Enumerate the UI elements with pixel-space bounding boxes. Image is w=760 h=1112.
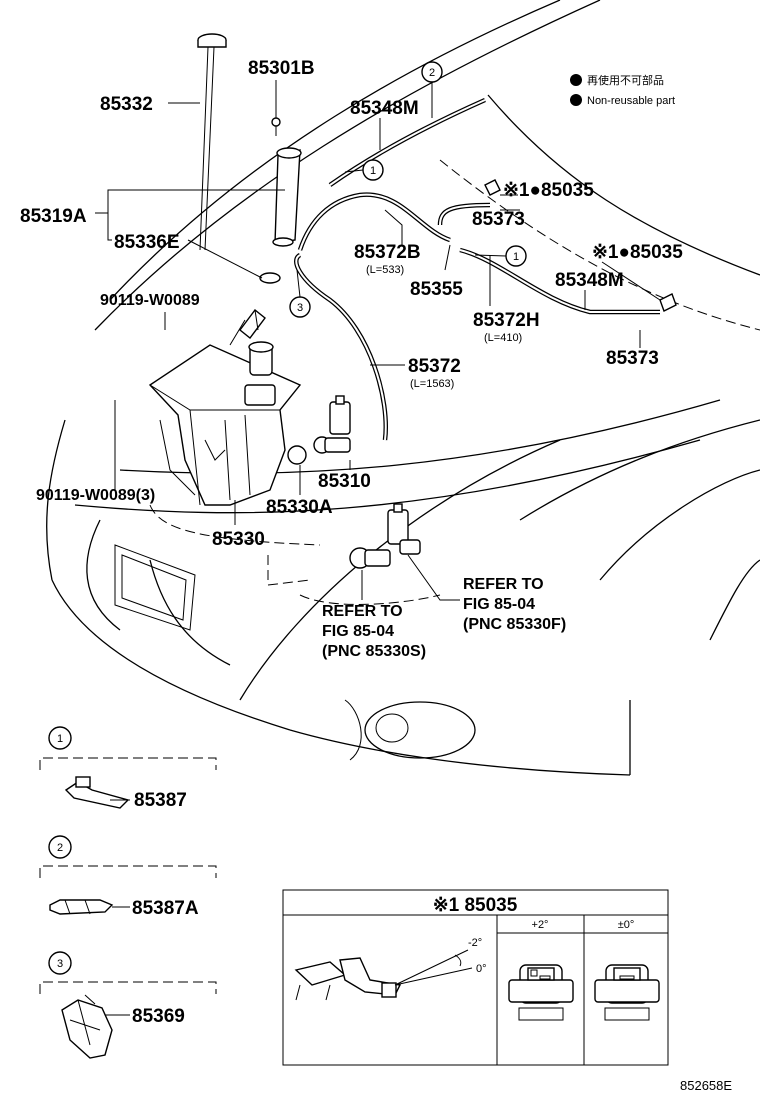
inset-2-part: 85387A	[132, 898, 199, 919]
refer-s-line3: (PNC 85330S)	[322, 643, 426, 660]
callout-3-label: 3	[297, 302, 303, 314]
label-85372B: 85372B	[354, 242, 421, 263]
label-85348M-right: 85348M	[555, 270, 624, 291]
inset-2: 2 85387A	[39, 835, 217, 919]
callout-circles: 2 1 1 3	[289, 61, 527, 318]
legend-jp: 再使用不可部品	[587, 73, 664, 87]
label-85372H: 85372H	[473, 310, 540, 331]
detail-box: ※1 85035 +2° ±0° -2° 0°	[282, 889, 669, 1066]
leader-lines	[95, 80, 661, 601]
label-85301B: 85301B	[248, 58, 315, 79]
detail-col-zero: ±0°	[618, 919, 635, 931]
refer-f-line3: (PNC 85330F)	[463, 616, 566, 633]
label-85310: 85310	[318, 471, 371, 492]
washer-pumps	[287, 395, 421, 569]
callout-2-label: 2	[429, 67, 435, 79]
label-90119-top: 90119-W0089	[100, 292, 200, 309]
nozzle-front-zero	[594, 964, 660, 1021]
label-85330A: 85330A	[266, 497, 333, 518]
inset-3-number: 3	[57, 958, 63, 970]
callout-1-label-a: 1	[370, 165, 376, 177]
hoses	[294, 97, 677, 441]
refer-s-line2: FIG 85-04	[322, 623, 394, 640]
label-85348M-top: 85348M	[350, 98, 419, 119]
detail-angle-neg: -2°	[468, 937, 482, 949]
label-85035-a: ※1●85035	[503, 180, 594, 201]
washer-tank	[148, 309, 302, 506]
label-85373-a: 85373	[472, 209, 525, 230]
refer-f-line1: REFER TO	[463, 576, 544, 593]
detail-title: ※1 85035	[433, 895, 518, 916]
refer-notes: REFER TO FIG 85-04 (PNC 85330S) REFER TO…	[322, 576, 566, 660]
label-85372-length: (L=1563)	[410, 378, 454, 390]
label-85319A: 85319A	[20, 206, 87, 227]
detail-angle-zero: 0°	[476, 963, 487, 975]
detail-col-plus: +2°	[532, 919, 549, 931]
refer-s-line1: REFER TO	[322, 603, 403, 620]
label-85372B-length: (L=533)	[366, 264, 404, 276]
nozzle-side-view: -2° 0°	[294, 937, 487, 1001]
nozzle-front-plus2	[508, 964, 574, 1021]
legend-en: Non-reusable part	[587, 95, 675, 107]
inset-1-part: 85387	[134, 790, 187, 811]
label-85355: 85355	[410, 279, 463, 300]
callout-1-label-b: 1	[513, 251, 519, 263]
label-85035-b: ※1●85035	[592, 242, 683, 263]
inset-3: 3 85369	[39, 951, 217, 1059]
refer-f-line2: FIG 85-04	[463, 596, 535, 613]
legend: 再使用不可部品 Non-reusable part	[570, 73, 675, 107]
part-labels: 85332 85301B 85348M 85319A 85336E 90119-…	[20, 58, 683, 550]
label-90119-bottom: 90119-W0089(3)	[36, 487, 155, 504]
label-85372H-length: (L=410)	[484, 332, 522, 344]
label-85373-b: 85373	[606, 348, 659, 369]
label-85336E: 85336E	[114, 232, 180, 253]
inset-2-number: 2	[57, 842, 63, 854]
label-85332: 85332	[100, 94, 153, 115]
figure-id: 852658E	[680, 1078, 732, 1093]
label-85372: 85372	[408, 356, 461, 377]
inset-1-number: 1	[57, 733, 63, 745]
label-85330: 85330	[212, 529, 265, 550]
filler-pipe	[197, 33, 302, 284]
inset-1: 1 85387	[39, 726, 217, 811]
inset-3-part: 85369	[132, 1006, 185, 1027]
